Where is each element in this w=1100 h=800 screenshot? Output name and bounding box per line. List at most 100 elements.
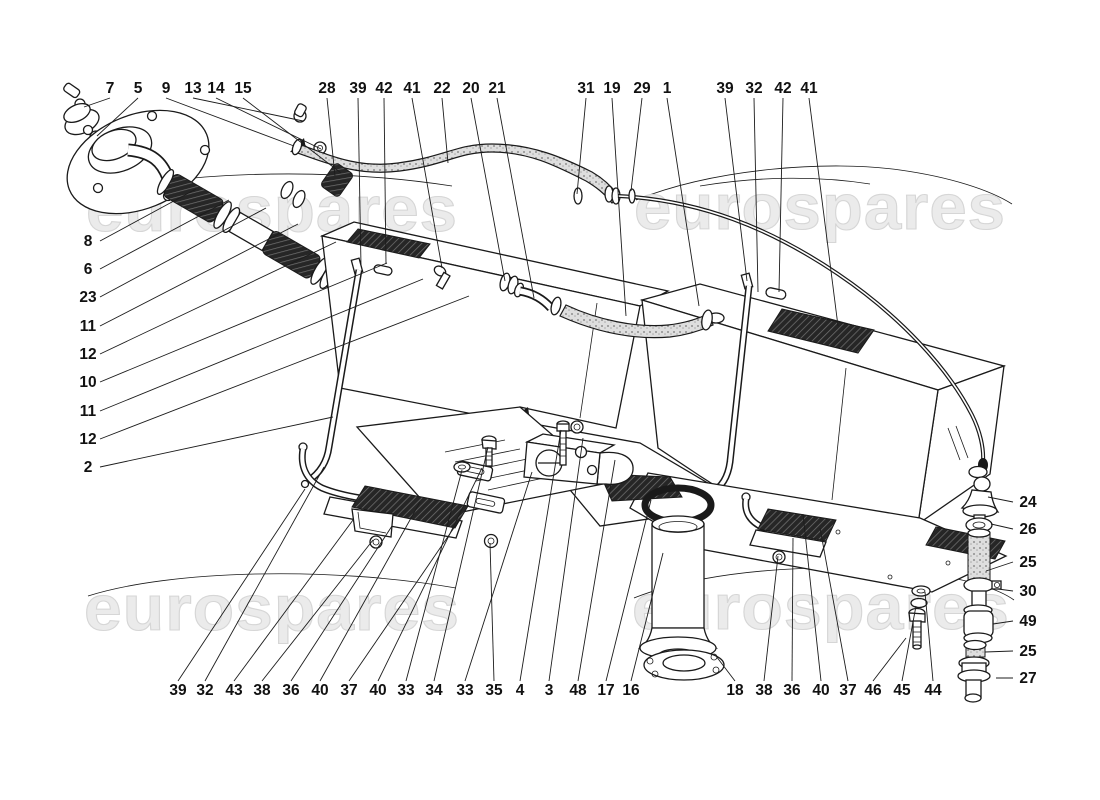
part-number-label: 37 (340, 682, 357, 699)
damper-top (967, 528, 991, 538)
callout-24: 24 (987, 494, 1037, 511)
filler-cap-top (63, 102, 91, 124)
callout-28: 28 (318, 80, 336, 177)
part-number-label: 16 (622, 682, 640, 699)
washer-hole (916, 588, 926, 594)
leader-line (987, 496, 1014, 503)
callout-18: 18 (715, 655, 744, 699)
leader-line (715, 655, 736, 682)
nut-part-38 (772, 550, 786, 564)
leader-line (924, 591, 934, 682)
bolt-threads (560, 437, 566, 457)
callout-7: 7 (83, 80, 115, 108)
leader-line (383, 97, 387, 265)
callout-29: 29 (630, 80, 651, 192)
leader-line (99, 416, 334, 468)
callout-49: 49 (992, 613, 1037, 630)
flange-bolt-hole (651, 670, 659, 678)
part-number-label: 35 (485, 682, 503, 699)
callout-1: 1 (663, 80, 700, 307)
part-number-label: 23 (79, 289, 97, 306)
canister-assembly (637, 484, 725, 681)
flange-hole (199, 144, 211, 156)
part-number-label: 40 (812, 682, 829, 699)
support-bracket-left (298, 435, 506, 549)
pump-housing (596, 451, 634, 486)
leader-line (261, 539, 374, 682)
seal-ring-slot (659, 499, 701, 511)
leader-line (204, 466, 325, 682)
screw-dot (887, 574, 893, 580)
callout-2: 2 (84, 416, 334, 476)
leader-line (99, 223, 299, 327)
callout-38: 38 (755, 555, 779, 699)
washer-hole (458, 464, 466, 470)
part-number-label: 15 (234, 80, 252, 97)
callout-33: 33 (397, 469, 463, 699)
bolt-tip (912, 644, 922, 650)
callout-16: 16 (622, 552, 664, 699)
flange-hole (662, 654, 706, 672)
strap-inner (300, 448, 361, 500)
anti-squeak-pad (767, 308, 875, 354)
leader-line (802, 513, 822, 682)
bolt-shaft (294, 103, 307, 118)
clamp-part-30 (963, 577, 995, 593)
callout-25: 25 (985, 554, 1037, 572)
leader-line (611, 97, 627, 317)
leader-line (99, 262, 388, 383)
part-number-label: 43 (225, 682, 243, 699)
cylinder-top (651, 515, 705, 533)
leader-line (99, 241, 337, 355)
bolt-shaft (559, 430, 567, 466)
part-number-label: 31 (577, 80, 595, 97)
nut-hole (487, 537, 495, 545)
callout-17: 17 (597, 499, 652, 699)
callout-23: 23 (79, 207, 267, 306)
part-number-label: 38 (755, 682, 773, 699)
leader-line (290, 525, 393, 682)
callout-4: 4 (516, 429, 562, 699)
nut-hole (573, 423, 581, 431)
hose-sleeve-part-28 (321, 163, 353, 197)
bolt-threads (913, 626, 921, 643)
part-number-label: 7 (106, 80, 115, 97)
leader-line (99, 295, 470, 440)
callout-34: 34 (425, 446, 489, 699)
leader-line (992, 620, 1014, 625)
part-number-label: 33 (456, 682, 474, 699)
part-number-label: 20 (462, 80, 479, 97)
callout-44: 44 (924, 591, 942, 699)
part-number-label: 19 (603, 80, 621, 97)
damper-mount-stack (947, 425, 1002, 703)
leader-line (357, 97, 362, 267)
leader-line (165, 97, 295, 147)
part-number-label: 11 (80, 318, 97, 335)
callout-15: 15 (234, 80, 342, 174)
callout-11: 11 (80, 278, 424, 420)
part-number-label: 10 (79, 374, 96, 391)
part-number-label: 39 (716, 80, 734, 97)
bolt-head-side (556, 423, 570, 432)
leader-line (985, 561, 1014, 572)
screw-dot (835, 529, 841, 535)
inter-tank-hose (559, 304, 714, 339)
part-number-label: 36 (783, 682, 801, 699)
leader-line (411, 97, 443, 269)
leader-line (177, 488, 306, 682)
part-number-label: 39 (169, 682, 187, 699)
tank-crease (831, 367, 847, 501)
callout-42: 42 (375, 80, 393, 265)
screw-dot (945, 560, 951, 566)
anti-squeak-pad (351, 485, 469, 529)
callout-39: 39 (716, 80, 748, 282)
part-number-label: 4 (516, 682, 525, 699)
vent-clip (280, 180, 294, 200)
watermark-swoosh (635, 165, 1013, 205)
damper-body-part-25 (967, 532, 991, 582)
washer-part-33 (453, 461, 471, 473)
part-number-label: 30 (1019, 583, 1036, 600)
callout-25: 25 (984, 643, 1037, 660)
leader-line (99, 188, 197, 242)
stub-end (964, 693, 982, 703)
